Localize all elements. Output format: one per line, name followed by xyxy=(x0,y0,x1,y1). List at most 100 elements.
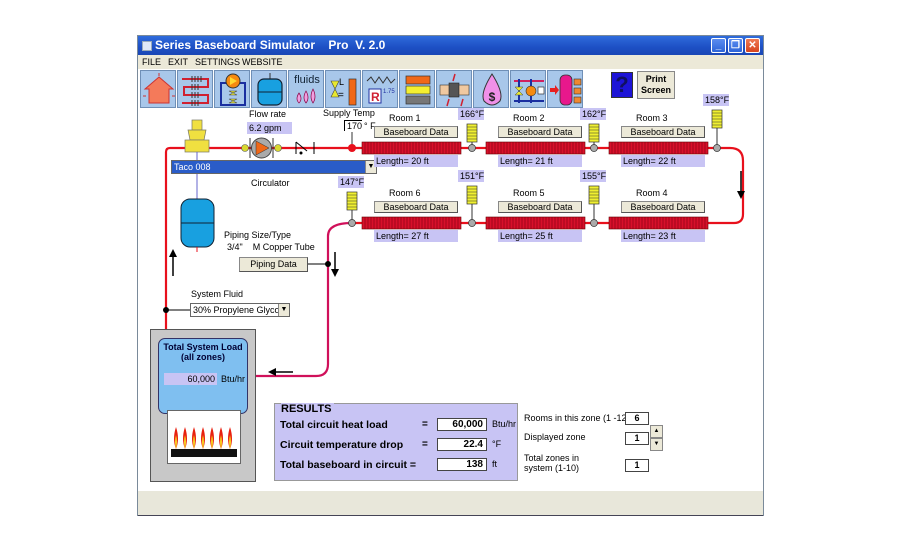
baseboard-data-button[interactable]: Baseboard Data xyxy=(498,201,582,213)
heat-load-unit: Btu/hr xyxy=(492,419,517,429)
chevron-down-icon: ▼ xyxy=(278,304,289,316)
pipe-heat-loss-button[interactable] xyxy=(436,70,472,108)
baseboard-1 xyxy=(361,141,462,155)
check-valve-icon xyxy=(295,141,315,155)
fluids-button[interactable]: fluids xyxy=(288,70,324,108)
baseboard-6 xyxy=(361,216,462,230)
cost-button[interactable]: $ xyxy=(473,70,509,108)
piping-type-label: 3/4" M Copper Tube xyxy=(227,242,315,252)
circulator-selected: Taco 008 xyxy=(174,162,211,172)
question-mark-icon: ? xyxy=(615,72,629,97)
total-baseboard-value: 138 xyxy=(437,458,487,471)
menu-website[interactable]: WEBSITE xyxy=(242,57,283,67)
room-name: Room 2 xyxy=(513,113,545,123)
total-zones-input[interactable]: 1 xyxy=(625,459,649,472)
supply-temp-value: 170 xyxy=(347,121,363,131)
baseboard-data-button[interactable]: Baseboard Data xyxy=(498,126,582,138)
displayed-zone-spinner[interactable]: ▲ ▼ xyxy=(650,425,663,453)
boiler: Total System Load(all zones) 60,000 Btu/… xyxy=(150,329,256,482)
flame-core xyxy=(184,435,186,449)
restore-button[interactable]: ❐ xyxy=(728,38,743,53)
supply-temp-unit: ° F xyxy=(364,121,376,131)
baseboard-data-button[interactable]: Baseboard Data xyxy=(374,201,458,213)
sensor-node xyxy=(713,144,721,152)
baseboard-data-button[interactable]: Baseboard Data xyxy=(621,126,705,138)
piping-data-button[interactable]: Piping Data xyxy=(239,257,308,272)
dollar-drop-icon: $ xyxy=(482,73,502,106)
system-load-title: Total System Load xyxy=(163,342,243,352)
circulator-label: Circulator xyxy=(251,178,290,188)
baseboard-data-button[interactable]: Baseboard Data xyxy=(621,201,705,213)
supply-temp-field[interactable]: 170 xyxy=(344,120,363,131)
supply-temp-label: Supply Temp xyxy=(323,108,375,118)
help-button[interactable]: ? xyxy=(611,72,633,98)
baseboard-length: Length= 27 ft xyxy=(374,230,458,242)
temp-drop-unit: °F xyxy=(492,439,502,449)
equivalent-length-button[interactable]: L= xyxy=(325,70,361,108)
rooms-in-zone-label: Rooms in this zone (1 -12) xyxy=(524,413,630,423)
piping-schematic-button[interactable] xyxy=(510,70,546,108)
menu-settings[interactable]: SETTINGS xyxy=(195,57,241,67)
total-baseboard-unit: ft xyxy=(492,459,498,469)
system-fluid-selected: 30% Propylene Glycol xyxy=(193,305,282,315)
flow-rate-value: 6.2 gpm xyxy=(247,122,292,134)
displayed-zone-input[interactable]: 1 xyxy=(625,432,649,445)
sensor-node xyxy=(348,219,356,227)
system-fluid-label: System Fluid xyxy=(191,289,244,299)
rooms-in-zone-input[interactable]: 6 xyxy=(625,412,649,425)
pipe-heat-loss-icon xyxy=(439,73,470,107)
system-fluid-select[interactable]: 30% Propylene Glycol ▼ xyxy=(190,303,290,317)
baseboard-length: Length= 20 ft xyxy=(374,155,458,167)
heat-load-eq: = xyxy=(422,419,428,430)
system-load-subtitle: (all zones) xyxy=(180,352,225,362)
flow-rate-label: Flow rate xyxy=(249,109,287,119)
flame-core xyxy=(220,435,222,449)
baseboard-5 xyxy=(485,216,586,230)
menu-file[interactable]: FILE xyxy=(142,57,162,67)
room-name: Room 6 xyxy=(389,188,421,198)
temp-drop-label: Circuit temperature drop xyxy=(280,439,404,451)
baseboard-length: Length= 22 ft xyxy=(621,155,705,167)
baseboard-length: Length= 21 ft xyxy=(498,155,582,167)
expansion-tank-button[interactable] xyxy=(251,70,287,108)
room-name: Room 5 xyxy=(513,188,545,198)
baseboard-data-button[interactable]: Baseboard Data xyxy=(374,126,458,138)
temp-drop-value: 22.4 xyxy=(437,438,487,451)
svg-text:$: $ xyxy=(489,90,496,104)
sensor-node xyxy=(468,144,476,152)
svg-text:=: = xyxy=(338,90,344,101)
status-bar xyxy=(138,491,763,516)
room-name: Room 3 xyxy=(636,113,668,123)
total-baseboard-label: Total baseboard in circuit = xyxy=(280,459,417,471)
svg-text:fluids: fluids xyxy=(294,74,320,86)
svg-text:1.75: 1.75 xyxy=(383,89,395,95)
circulator-valves-icon xyxy=(220,73,246,106)
pipe-layers-button[interactable] xyxy=(399,70,435,108)
house-heat-loss-button[interactable] xyxy=(140,70,176,108)
circulator-valves-button[interactable] xyxy=(214,70,250,108)
spin-down-button[interactable]: ▼ xyxy=(650,438,663,451)
menu-bar: FILE EXIT SETTINGS WEBSITE xyxy=(138,55,763,69)
circuit-diagram xyxy=(163,109,745,378)
sensor-node xyxy=(468,219,476,227)
baseboard-layout-button[interactable] xyxy=(177,70,213,108)
close-button[interactable]: ✕ xyxy=(745,38,760,53)
supply-temp-sensor xyxy=(348,144,356,152)
menu-exit[interactable]: EXIT xyxy=(168,57,189,67)
return-arrow-left-icon xyxy=(268,368,293,376)
circulator-select[interactable]: Taco 008 ▼ xyxy=(171,160,377,174)
flow-arrow-down-icon xyxy=(737,171,745,199)
spin-up-button[interactable]: ▲ xyxy=(650,425,663,438)
temperature-readout: 155°F xyxy=(580,170,607,182)
buffer-tank-button[interactable] xyxy=(547,70,583,108)
fluids-icon: fluids xyxy=(294,74,320,104)
temp-drop-eq: = xyxy=(422,439,428,450)
total-zones-label-1: Total zones in xyxy=(524,453,580,463)
minimize-button[interactable]: _ xyxy=(711,38,726,53)
title-bar: Series Baseboard Simulator Pro V. 2.0 _ … xyxy=(138,36,763,55)
temperature-readout: 147°F xyxy=(338,176,365,188)
